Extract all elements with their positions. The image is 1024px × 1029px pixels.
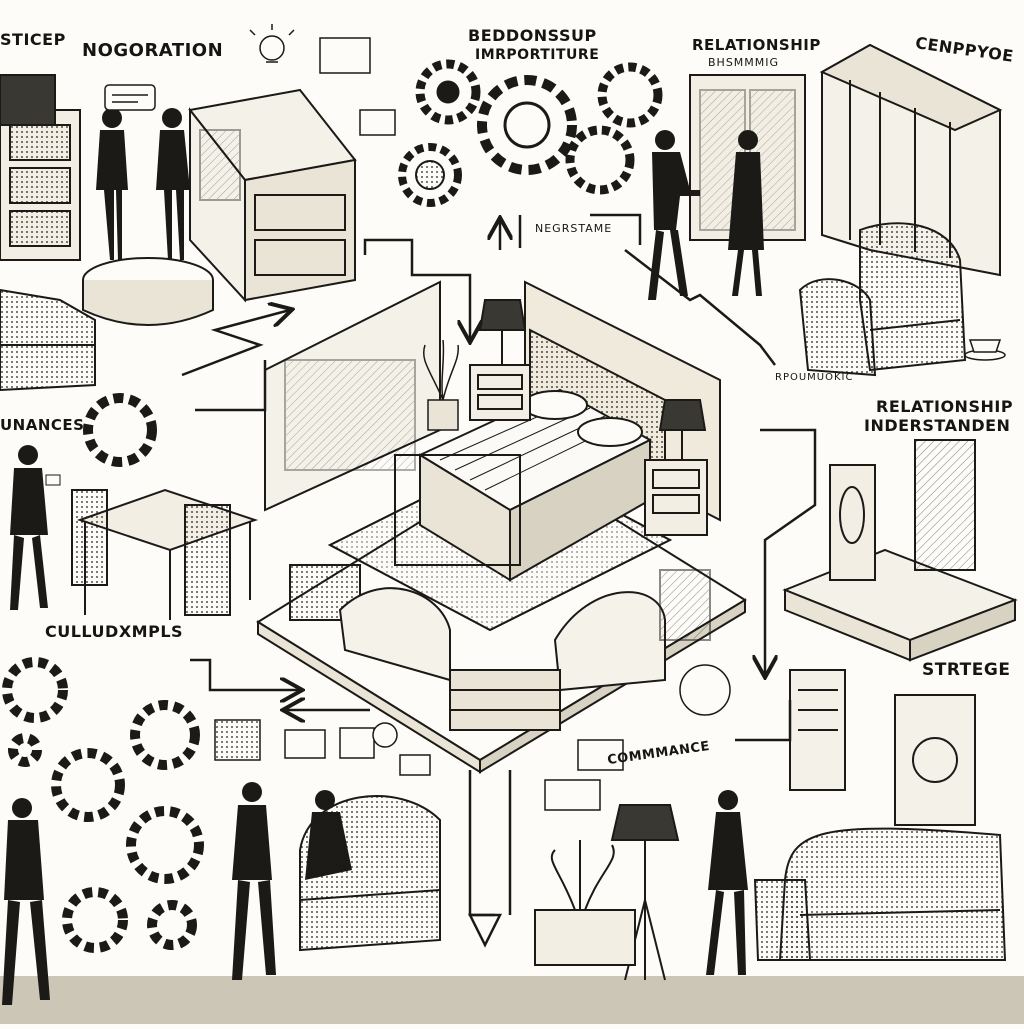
cabinet-topleft <box>188 88 357 303</box>
label-relationship-sub: BHSMMMIG <box>708 56 780 69</box>
label-unances: UNANCES <box>0 416 85 434</box>
label-relationship-top: RELATIONSHIP <box>692 36 821 54</box>
armchair-left <box>0 288 96 392</box>
label-negotiation: NOGORATION <box>82 40 224 61</box>
label-title-line2: IMRPORTITURE <box>475 47 600 63</box>
display-platform <box>782 439 1018 662</box>
label-title-line1: BEDDONSSUP <box>468 26 597 45</box>
dining-table <box>71 488 259 620</box>
women-negotiating <box>96 108 190 260</box>
gears-top <box>398 59 663 207</box>
label-tl-partial: STICEP <box>0 30 66 49</box>
label-negrstame: NEGRSTAME <box>535 222 613 235</box>
armchair-right <box>798 222 967 377</box>
side-table <box>534 840 636 966</box>
plant-center <box>423 339 459 431</box>
woman-presenting <box>706 790 748 975</box>
label-understanden: INDERSTANDEN <box>864 416 1011 435</box>
gears-bottomleft <box>2 657 204 953</box>
sofa-bottomright <box>753 827 1007 961</box>
gear-unances <box>83 393 157 467</box>
label-strategy: STRTEGE <box>922 660 1011 680</box>
lamp-floor <box>610 804 680 981</box>
strategy-board <box>789 669 976 826</box>
dresser-topleft <box>0 74 81 261</box>
floor-strip <box>0 976 1024 1024</box>
label-culturekmpls: CULLUDXMPLS <box>45 622 184 641</box>
lightbulb-icon <box>249 24 295 63</box>
bed <box>394 328 666 582</box>
negotiation-pedestal <box>82 257 214 326</box>
handshake-people <box>648 130 764 300</box>
teacup-icon <box>964 339 1006 361</box>
speech-bubble-icon <box>104 37 396 136</box>
label-rpoumuokic: RPOUMUOKIC <box>775 372 854 383</box>
man-with-tablet <box>10 445 61 610</box>
flow-arrows <box>181 213 817 948</box>
bedroom-benches <box>289 564 711 731</box>
small-charts-icons <box>214 664 731 811</box>
sofa-bottomleft <box>299 795 441 952</box>
label-relationship-mid: RELATIONSHIP <box>876 397 1014 416</box>
wardrobe <box>819 43 1003 277</box>
